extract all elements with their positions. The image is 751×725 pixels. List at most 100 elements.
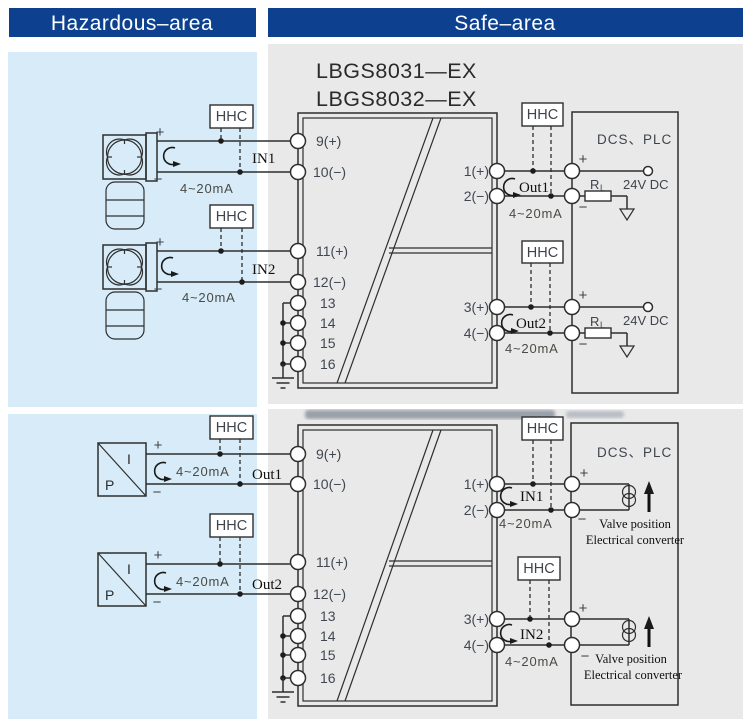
- terminal-3: [488, 298, 506, 316]
- dcs-plc-label: DCS、PLC: [597, 445, 672, 460]
- terminal-15: [289, 334, 307, 352]
- polarity-plus: +: [156, 124, 165, 141]
- terminal-label: 13: [320, 608, 336, 624]
- polarity-plus: +: [580, 465, 589, 482]
- terminal-label: 11(+): [316, 554, 348, 570]
- terminal-1: [488, 162, 506, 180]
- terminal-label: 14: [320, 315, 336, 331]
- bottom-safe-panel: [268, 409, 743, 719]
- out1-label: Out1: [252, 467, 282, 483]
- dcs-plc-label: DCS、PLC: [597, 132, 672, 147]
- polarity-minus: −: [153, 484, 162, 501]
- terminal-label: 10(−): [313, 476, 346, 492]
- electrical-converter-label: Electrical converter: [584, 668, 683, 682]
- in1-label: IN1: [252, 151, 275, 167]
- terminal-label: 3(+): [464, 299, 489, 315]
- hhc-box: [209, 204, 254, 229]
- dcs-terminal-minus-2: [563, 324, 581, 342]
- terminal-label: 11(+): [316, 243, 348, 259]
- terminal-2: [488, 187, 506, 205]
- bottom-isolator-box: 9(+) 10(−) 11(+) 12(−) 13 14 15 16 1(+) …: [271, 424, 506, 707]
- in2-label: IN2: [252, 262, 275, 278]
- terminal-12: [289, 273, 307, 291]
- polarity-minus: −: [578, 511, 587, 528]
- terminal-10: [289, 475, 307, 493]
- hhc-label: HHC: [216, 109, 247, 125]
- hhc-label: HHC: [523, 561, 554, 577]
- terminal-13: [289, 294, 307, 312]
- electrical-converter-label: Electrical converter: [586, 533, 685, 547]
- terminal-2: [488, 501, 506, 519]
- polarity-minus: −: [154, 281, 163, 298]
- terminal-13: [289, 607, 307, 625]
- terminal-label: 1(+): [464, 163, 489, 179]
- polarity-plus: +: [156, 234, 165, 251]
- signal-range-label: 4~20mA: [176, 574, 230, 589]
- supply-terminal: [642, 301, 654, 313]
- safe-header-bar: [268, 8, 743, 37]
- load-resistor-sub: L: [600, 320, 605, 330]
- dcs-terminal-minus-1: [563, 501, 581, 519]
- bottom-input-channel-2: HHC IN2 4~20mA: [499, 556, 564, 669]
- load-resistor: [584, 190, 612, 202]
- in2-label: IN2: [520, 627, 543, 643]
- load-resistor-label: R: [590, 177, 599, 192]
- top-dcs-box: DCS、PLC + − + − 24V DC R L 24V DC: [563, 111, 679, 394]
- ip-i-label: I: [127, 451, 131, 467]
- top-isolator-box: 9(+) 10(−) 11(+) 12(−) 13 14 15 16 1(+) …: [271, 112, 506, 389]
- terminal-label: 4(−): [464, 637, 489, 653]
- signal-range-label: 4~20mA: [505, 341, 559, 356]
- hhc-label: HHC: [216, 518, 247, 534]
- signal-range-label: 4~20mA: [176, 464, 230, 479]
- supply-label: 24V DC: [623, 313, 669, 328]
- bottom-diagram: I P + − 4~20mA Out1 HHC I P + − 4~: [97, 410, 685, 707]
- terminal-label: 4(−): [464, 325, 489, 341]
- polarity-plus: +: [154, 437, 163, 454]
- polarity-plus: +: [579, 600, 588, 617]
- hhc-label: HHC: [527, 245, 558, 261]
- polarity-minus: −: [579, 336, 588, 353]
- hhc-label: HHC: [527, 107, 558, 123]
- top-input-channel-2: + − HHC IN2 4~20mA: [102, 204, 290, 340]
- load-resistor: [584, 327, 612, 339]
- terminal-label: 14: [320, 628, 336, 644]
- ip-i-label: I: [127, 561, 131, 577]
- terminal-16: [289, 669, 307, 687]
- polarity-minus: −: [153, 594, 162, 611]
- polarity-minus: −: [579, 199, 588, 216]
- polarity-plus: +: [154, 547, 163, 564]
- terminal-label: 13: [320, 295, 336, 311]
- model-title-line2: LBGS8032—EX: [316, 87, 477, 111]
- terminal-label: 1(+): [464, 476, 489, 492]
- top-output-channel-1: HHC Out1 4~20mA: [502, 102, 564, 221]
- valve-position-label: Valve position: [599, 517, 672, 531]
- panel-backgrounds: [8, 44, 743, 719]
- terminal-11: [289, 553, 307, 571]
- terminal-1: [488, 475, 506, 493]
- polarity-minus: −: [154, 171, 163, 188]
- terminal-11: [289, 242, 307, 260]
- load-resistor-label: R: [590, 314, 599, 329]
- terminal-16: [289, 355, 307, 373]
- signal-range-label: 4~20mA: [180, 181, 234, 196]
- hhc-box: [209, 104, 254, 129]
- terminal-14: [289, 627, 307, 645]
- cropped-title-remnant: [305, 410, 555, 419]
- hhc-box: [521, 102, 564, 127]
- dcs-terminal-plus-2: [563, 298, 581, 316]
- signal-range-label: 4~20mA: [499, 516, 553, 531]
- signal-range-label: 4~20mA: [505, 654, 559, 669]
- bottom-output-channel-2: I P + − 4~20mA Out2 HHC: [97, 513, 290, 611]
- terminal-12: [289, 585, 307, 603]
- dcs-terminal-plus-2: [563, 610, 581, 628]
- dcs-terminal-plus-1: [563, 162, 581, 180]
- in1-label: IN1: [520, 489, 543, 505]
- hhc-label: HHC: [216, 420, 247, 436]
- terminal-label: 2(−): [464, 502, 489, 518]
- hhc-box: [521, 416, 564, 441]
- terminal-label: 15: [320, 647, 336, 663]
- terminal-label: 9(+): [316, 133, 341, 149]
- hhc-box: [209, 415, 254, 440]
- hhc-box: [209, 513, 254, 538]
